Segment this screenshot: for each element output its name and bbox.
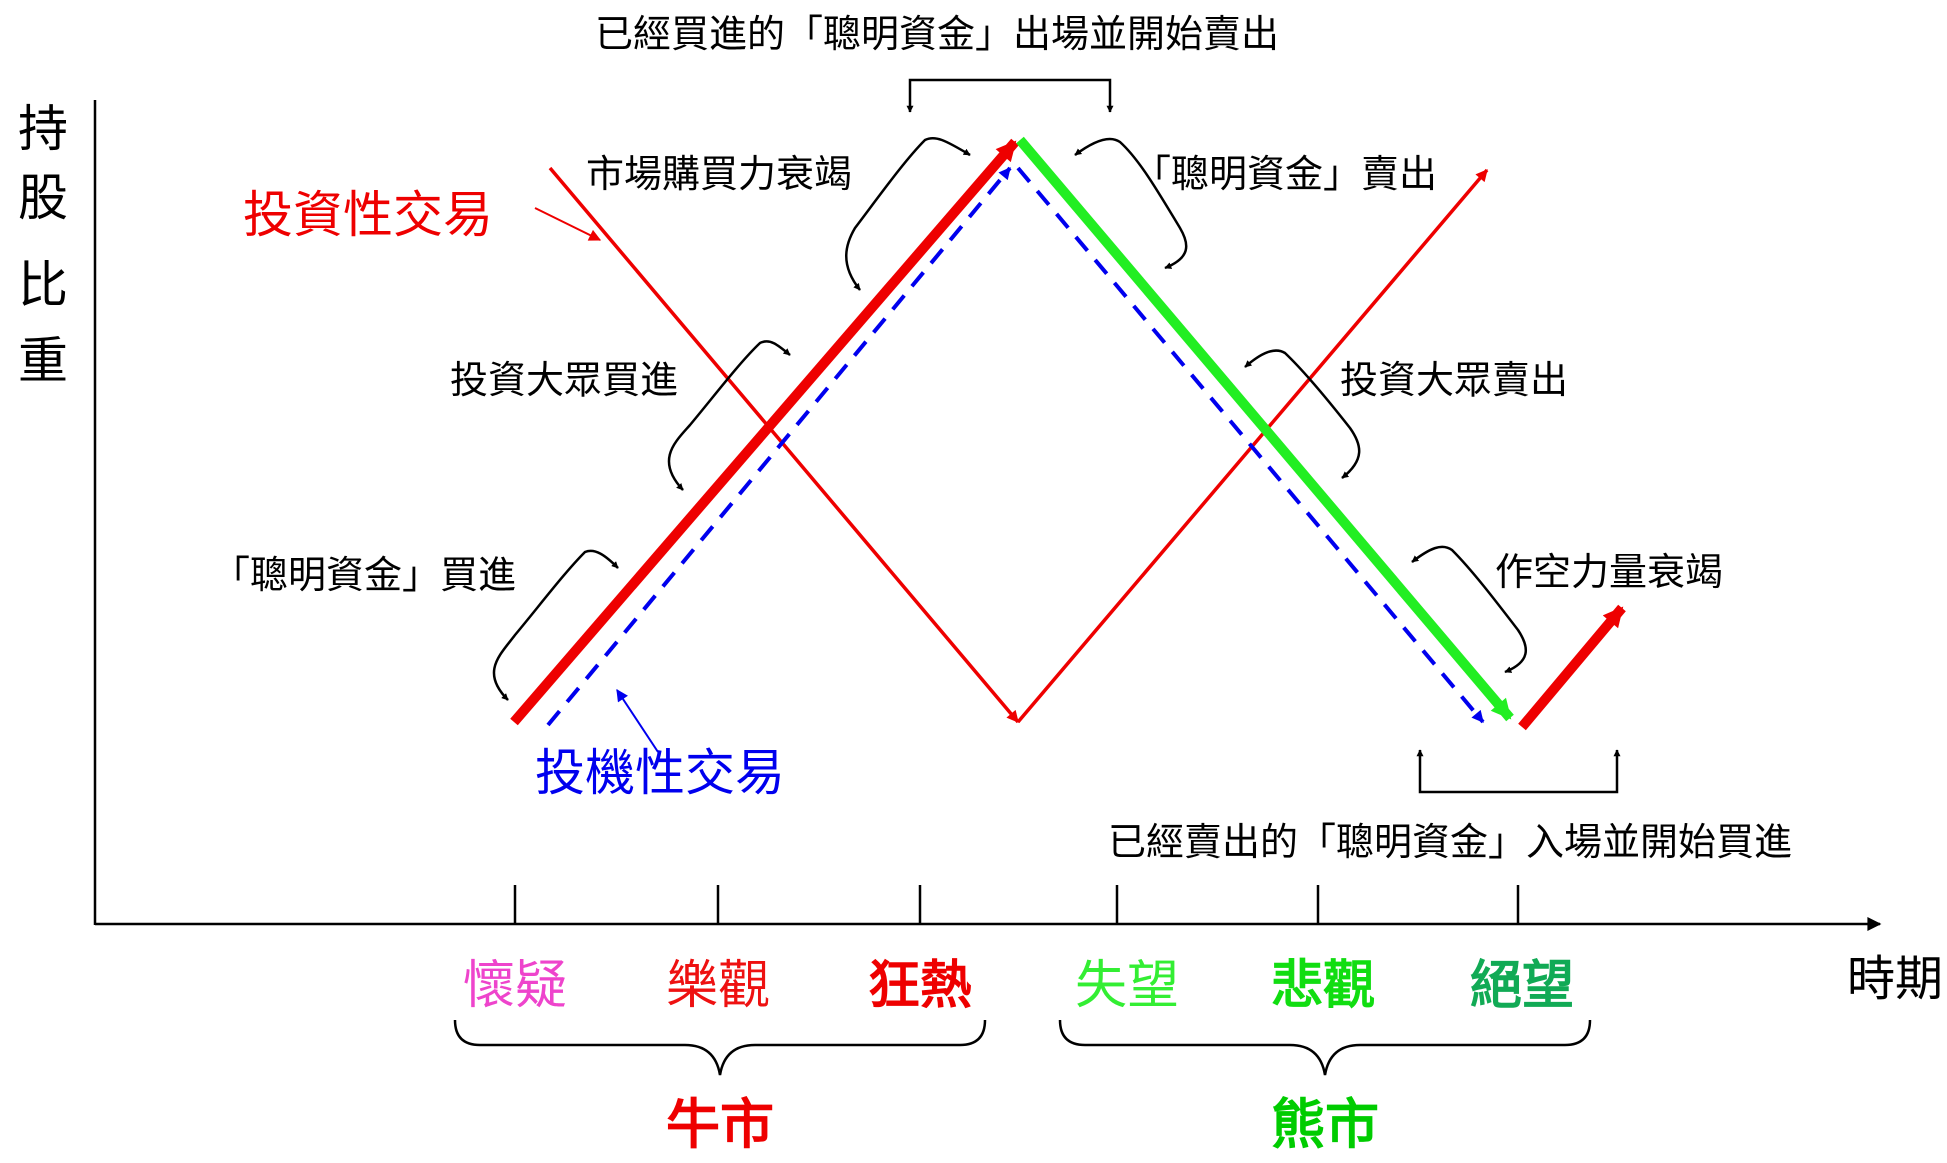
top-bracket bbox=[906, 78, 1114, 113]
bull-market-brace bbox=[453, 1019, 987, 1076]
investment-label: 投資性交易 bbox=[243, 186, 493, 244]
short-exhaust-annotation: 作空力量衰竭 bbox=[1495, 550, 1723, 594]
y-axis-label-char: 持 bbox=[18, 100, 68, 158]
bear-market-label: 熊市 bbox=[1271, 1093, 1379, 1156]
buying-power-bracket bbox=[845, 136, 971, 291]
phase-label-euphoria: 狂熱 bbox=[868, 956, 972, 1016]
y-axis-label-char: 重 bbox=[18, 332, 68, 390]
smart-sell-annotation: 「聰明資金」賣出 bbox=[1133, 152, 1437, 196]
phase-label-doubt: 懷疑 bbox=[463, 956, 567, 1016]
speculative-line-up bbox=[546, 166, 1012, 727]
investment-label-pointer bbox=[534, 207, 602, 241]
smart-buy-annotation: 「聰明資金」買進 bbox=[212, 553, 516, 597]
y-axis-label-char: 比 bbox=[18, 256, 68, 314]
phase-label-disappointment: 失望 bbox=[1075, 956, 1179, 1016]
public-buy-annotation: 投資大眾買進 bbox=[450, 358, 678, 402]
short-exhaust-bracket bbox=[1411, 545, 1527, 674]
public-sell-annotation: 投資大眾賣出 bbox=[1340, 358, 1568, 402]
speculative-label: 投機性交易 bbox=[535, 744, 785, 802]
phase-label-optimism: 樂觀 bbox=[666, 956, 770, 1016]
phase-label-despair: 絕望 bbox=[1470, 956, 1574, 1016]
bottom-bracket bbox=[1416, 749, 1621, 794]
phase-label-pessimism: 悲觀 bbox=[1271, 956, 1375, 1016]
x-axis-ticks bbox=[513, 885, 1520, 924]
bull-market-label: 牛市 bbox=[666, 1093, 774, 1156]
top-annotation: 已經買進的「聰明資金」出場並開始賣出 bbox=[595, 12, 1279, 56]
x-axis-label: 時期 bbox=[1847, 951, 1943, 1007]
rebound-thick-line bbox=[1518, 604, 1626, 731]
buying-power-annotation: 市場購買力衰竭 bbox=[586, 152, 852, 196]
public-sell-bracket bbox=[1244, 349, 1361, 479]
bear-market-brace bbox=[1058, 1019, 1592, 1076]
investment-line-down bbox=[548, 166, 1020, 724]
bottom-annotation: 已經賣出的「聰明資金」入場並開始買進 bbox=[1108, 820, 1792, 864]
bull-thick-line bbox=[510, 138, 1019, 726]
smart-buy-bracket bbox=[492, 549, 619, 701]
smart-sell-bracket bbox=[1074, 137, 1188, 270]
public-buy-bracket bbox=[667, 340, 791, 491]
y-axis-label-char: 股 bbox=[18, 169, 68, 227]
speculative-label-pointer bbox=[616, 688, 659, 753]
